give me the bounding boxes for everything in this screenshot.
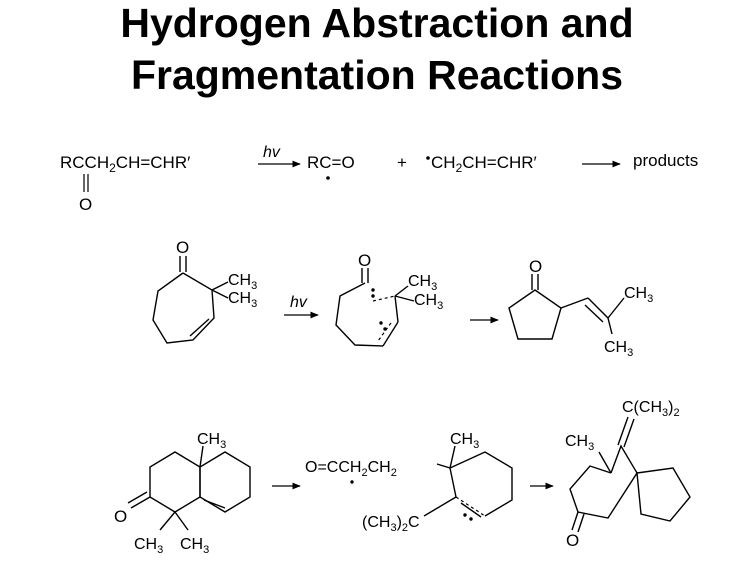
scheme3-reactant-oxygen: O bbox=[114, 507, 127, 526]
scheme3-reactant-gem-ch3-a: CH3 bbox=[134, 536, 163, 556]
page-title-line-2: Fragmentation Reactions bbox=[130, 52, 624, 98]
scheme2-intermediate-ch3-a: CH3 bbox=[408, 273, 437, 293]
scheme2-product-ring bbox=[508, 289, 562, 340]
scheme-2: O CH3 CH3 hv O CH3 CH3 O CH3 bbox=[152, 238, 653, 359]
scheme2-reactant-oxygen: O bbox=[176, 238, 189, 257]
scheme3-reactant-co-2 bbox=[127, 491, 148, 504]
scheme2-reactant-alkene-inner bbox=[189, 318, 210, 337]
scheme3-reactant-gem-bond-a bbox=[159, 511, 176, 531]
scheme3-product-bridge bbox=[610, 444, 638, 474]
scheme3-intermediate-ring-c9 bbox=[449, 467, 457, 498]
scheme2-intermediate-bond-c2 bbox=[394, 295, 399, 323]
scheme3-reactant-co-1 bbox=[130, 496, 151, 509]
scheme3-product-oxygen: O bbox=[566, 531, 579, 550]
scheme3-intermediate-ch3: CH3 bbox=[450, 431, 479, 451]
scheme1-plus: + bbox=[397, 153, 407, 172]
scheme3-intermediate-allyl: (CH3)2C bbox=[362, 514, 420, 534]
scheme2-product-me-bond-a bbox=[607, 297, 625, 319]
scheme3-reactant-ring-left bbox=[149, 451, 201, 513]
scheme2-intermediate-bond-c3 bbox=[382, 321, 399, 347]
scheme3-product-co-2 bbox=[577, 513, 585, 533]
scheme3-reactant-alkene-inner bbox=[203, 499, 226, 509]
scheme3-intermediate-me-bond bbox=[449, 445, 456, 469]
scheme2-allyl-dot-1 bbox=[379, 321, 383, 325]
scheme2-reactant-me-bond-a bbox=[211, 281, 229, 291]
scheme1-hv-label: hv bbox=[263, 144, 281, 161]
scheme3-reactant-ring-right bbox=[199, 451, 251, 513]
scheme1-allyl-radical: CH2CH=CHR′ bbox=[431, 153, 537, 175]
scheme2-product-me-bond-b bbox=[607, 317, 613, 335]
scheme-3: CH3 O CH3 CH3 O=CCH2CH2 CH3 (CH3)2C C(CH… bbox=[114, 399, 691, 556]
scheme2-reactant-ch3-b: CH3 bbox=[228, 290, 257, 310]
scheme2-broken-bond bbox=[372, 295, 396, 302]
scheme3-product-co-1 bbox=[571, 511, 579, 531]
scheme3-intermediate-allyl-bond bbox=[460, 502, 482, 518]
scheme3-intermediate-acyl: O=CCH2CH2 bbox=[305, 459, 397, 479]
scheme1-acyl-radical: RC=O bbox=[307, 153, 355, 172]
scheme2-product-alkene-b bbox=[584, 304, 604, 323]
scheme2-intermediate-chain bbox=[335, 282, 384, 347]
scheme1-reactant: RCCH2CH=CHR′ bbox=[60, 153, 190, 175]
scheme2-reactant-me-bond-b bbox=[211, 289, 229, 299]
scheme3-product-ring-right bbox=[636, 467, 691, 522]
scheme-1: RCCH2CH=CHR′ O hv RC=O + CH2CH=CHR′ prod… bbox=[60, 144, 698, 214]
scheme3-intermediate-allyl-dashed bbox=[455, 496, 486, 517]
scheme3-reactant-angular-bond bbox=[199, 445, 204, 468]
scheme3-allyl-dot-2 bbox=[469, 517, 473, 521]
scheme2-acyl-dot-1 bbox=[371, 288, 375, 292]
scheme3-intermediate-ring bbox=[449, 451, 513, 517]
scheme3-reactant-gem-bond-b bbox=[174, 511, 189, 531]
scheme2-product-side-1 bbox=[560, 297, 589, 309]
scheme2-intermediate-oxygen: O bbox=[358, 251, 371, 270]
scheme2-product-ch3-b: CH3 bbox=[604, 339, 633, 359]
page-title-line-1: Hydrogen Abstraction and bbox=[120, 0, 634, 46]
scheme1-products: products bbox=[633, 151, 698, 170]
scheme3-product-ch3: CH3 bbox=[565, 433, 594, 453]
scheme3-product-ring-left bbox=[569, 465, 638, 519]
scheme2-reactant-ch3-a: CH3 bbox=[228, 272, 257, 292]
scheme1-acyl-radical-dot bbox=[326, 176, 330, 180]
scheme2-intermediate-me-bond-b bbox=[394, 295, 415, 302]
scheme3-intermediate-exo-bond bbox=[423, 496, 457, 517]
scheme2-product-oxygen: O bbox=[529, 257, 542, 276]
scheme2-product-ch3-a: CH3 bbox=[624, 285, 653, 305]
scheme3-product-exo-bond-2 bbox=[623, 418, 635, 448]
scheme2-reactant-ring bbox=[152, 272, 215, 344]
scheme1-reactant-oxygen: O bbox=[79, 195, 92, 214]
scheme2-allyl-dashed bbox=[377, 322, 392, 342]
scheme3-allyl-dot-1 bbox=[463, 513, 467, 517]
scheme3-reactant-gem-ch3-b: CH3 bbox=[180, 536, 209, 556]
scheme3-reactant-angular-ch3: CH3 bbox=[197, 431, 226, 451]
scheme2-acyl-dot-2 bbox=[371, 294, 375, 298]
scheme3-product-exo-bond-1 bbox=[617, 416, 629, 446]
scheme3-intermediate-chain-bond bbox=[436, 463, 451, 469]
scheme2-intermediate-me-bond-a bbox=[394, 285, 409, 297]
scheme3-acyl-dot bbox=[350, 480, 354, 484]
scheme2-product-alkene-a bbox=[587, 297, 609, 319]
scheme2-allyl-dot-2 bbox=[383, 327, 387, 331]
scheme2-intermediate-ch3-b: CH3 bbox=[414, 292, 443, 312]
scheme3-product-isopropylidene: C(CH3)2 bbox=[622, 399, 680, 419]
scheme3-product-me-bond bbox=[598, 451, 612, 474]
scheme2-hv-label: hv bbox=[290, 294, 308, 311]
scheme1-allyl-radical-dot bbox=[426, 156, 430, 160]
